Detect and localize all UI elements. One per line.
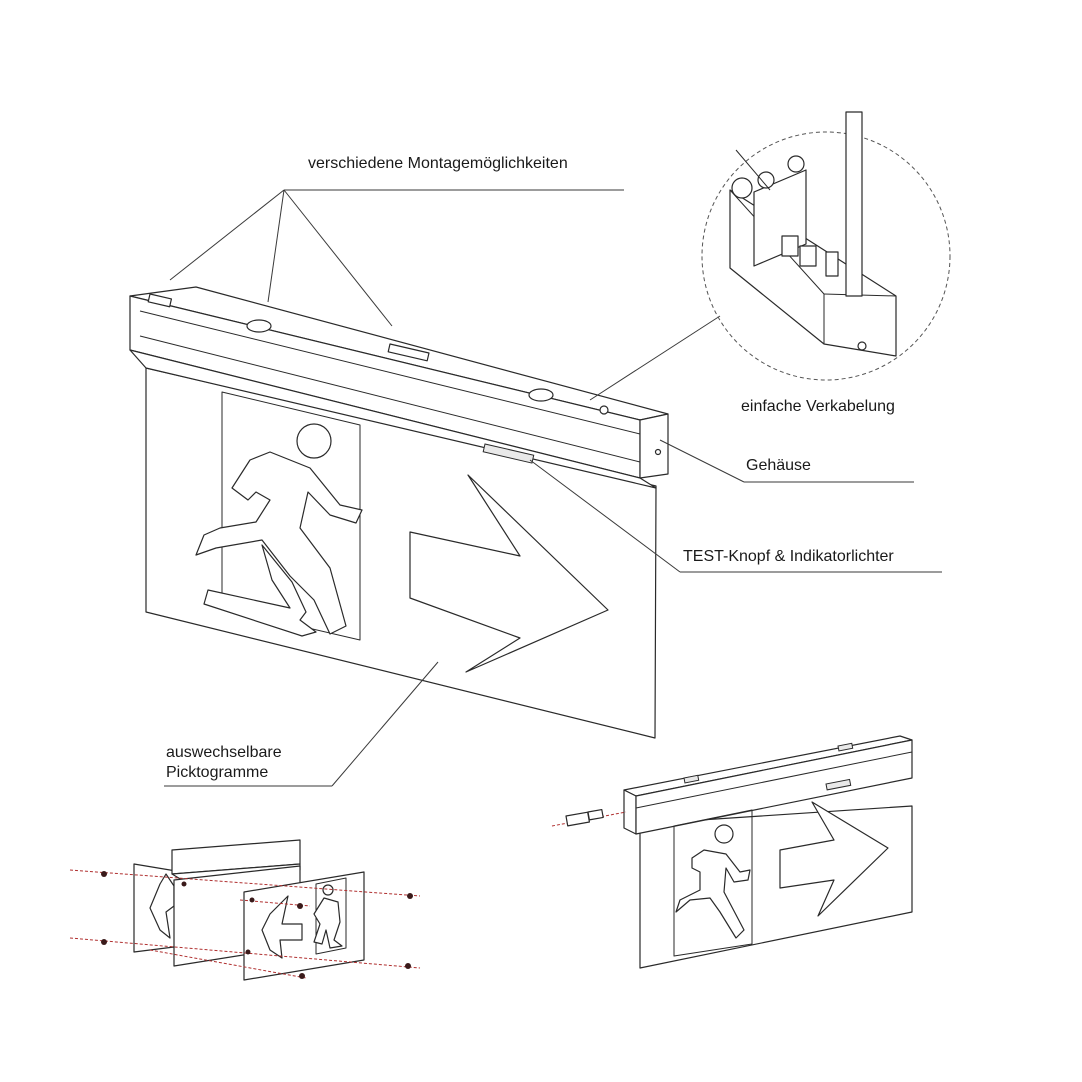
secondary-housing-front xyxy=(635,739,913,835)
label-wiring: einfache Verkabelung xyxy=(741,398,895,415)
secondary-panel xyxy=(639,805,913,969)
secondary-exit-sign xyxy=(551,735,913,969)
arrow-right-icon xyxy=(409,474,609,673)
running-man-icon xyxy=(195,423,363,637)
label-mounting: verschiedene Montagemöglichkeiten xyxy=(308,155,568,172)
label-housing: Gehäuse xyxy=(746,457,811,474)
test-button-strip xyxy=(482,443,535,464)
screw-axis xyxy=(69,937,421,969)
main-exit-sign xyxy=(129,189,942,787)
screw-icon xyxy=(101,871,107,877)
housing-end xyxy=(639,413,669,479)
screw-icon xyxy=(407,893,413,899)
running-man-icon xyxy=(675,824,751,939)
exploded-view xyxy=(69,839,421,981)
screw-icon xyxy=(297,903,303,909)
wiring-detail xyxy=(701,111,951,381)
arrow-left-icon xyxy=(261,895,303,959)
screw-axis xyxy=(69,869,421,897)
label-pictogram-line1: auswechselbare xyxy=(166,744,282,761)
screw-icon xyxy=(101,939,107,945)
mount-bracket xyxy=(246,319,272,333)
screw-icon xyxy=(299,973,305,979)
label-test-button: TEST-Knopf & Indikatorlichter xyxy=(683,548,894,565)
mount-slot xyxy=(147,293,173,308)
wiring-conduit xyxy=(845,111,863,297)
arrow-right-icon xyxy=(779,801,889,917)
running-man-icon xyxy=(313,884,343,949)
screw-icon xyxy=(405,963,411,969)
mount-slot xyxy=(387,343,430,362)
screw-axis xyxy=(149,949,307,979)
connector-icon xyxy=(551,808,627,827)
mount-bracket xyxy=(528,388,554,402)
label-pictogram-line2: Picktogramme xyxy=(166,764,269,781)
